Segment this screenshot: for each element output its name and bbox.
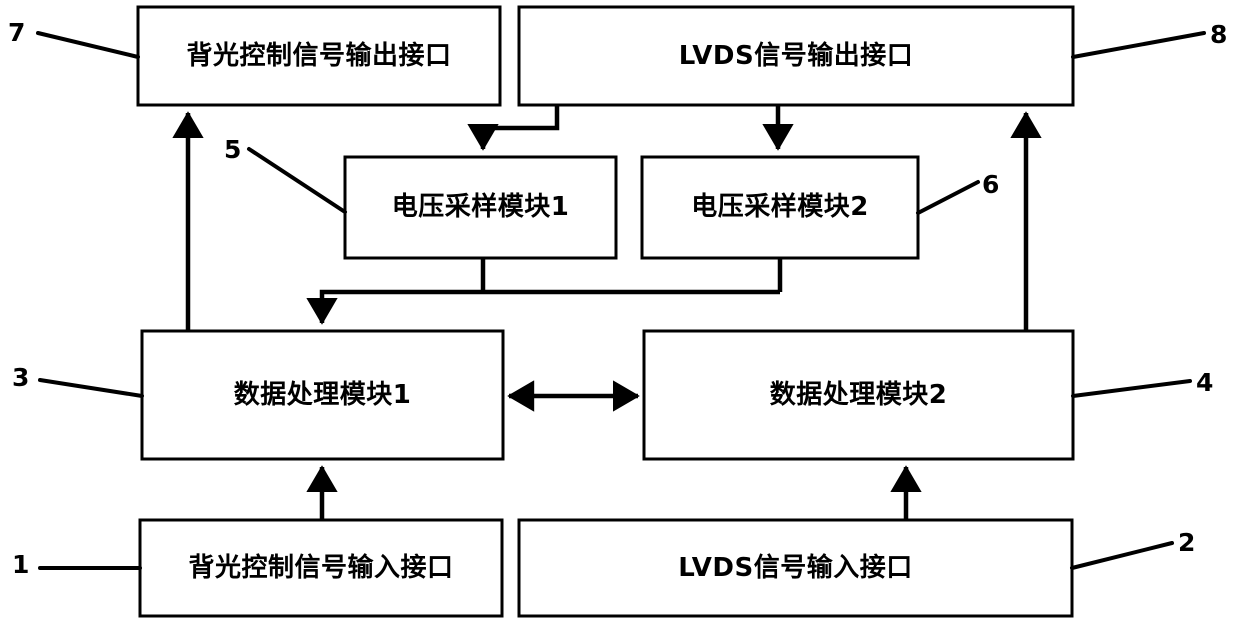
box-lvds-output-interface[interactable] bbox=[517, 5, 1075, 107]
leader-line-4 bbox=[1071, 379, 1192, 398]
connector-sampling-bus-to-dp1 bbox=[306, 289, 780, 325]
leader-line-8 bbox=[1071, 31, 1206, 59]
box-lvds-input-interface[interactable] bbox=[517, 518, 1074, 618]
box-data-processing-module-2[interactable] bbox=[642, 329, 1075, 461]
leader-line-7 bbox=[36, 31, 140, 59]
leader-line-5 bbox=[247, 147, 347, 214]
box-backlight-input-interface[interactable] bbox=[138, 518, 504, 618]
connector-lvds-output-to-vsm1 bbox=[467, 105, 560, 151]
leader-line-2 bbox=[1070, 541, 1174, 570]
box-backlight-output-interface[interactable] bbox=[136, 5, 502, 107]
box-voltage-sampling-module-1[interactable] bbox=[343, 155, 618, 260]
leader-line-6 bbox=[916, 180, 980, 215]
leader-line-3 bbox=[38, 378, 144, 398]
box-data-processing-module-1[interactable] bbox=[140, 329, 505, 461]
box-voltage-sampling-module-2[interactable] bbox=[640, 155, 920, 260]
